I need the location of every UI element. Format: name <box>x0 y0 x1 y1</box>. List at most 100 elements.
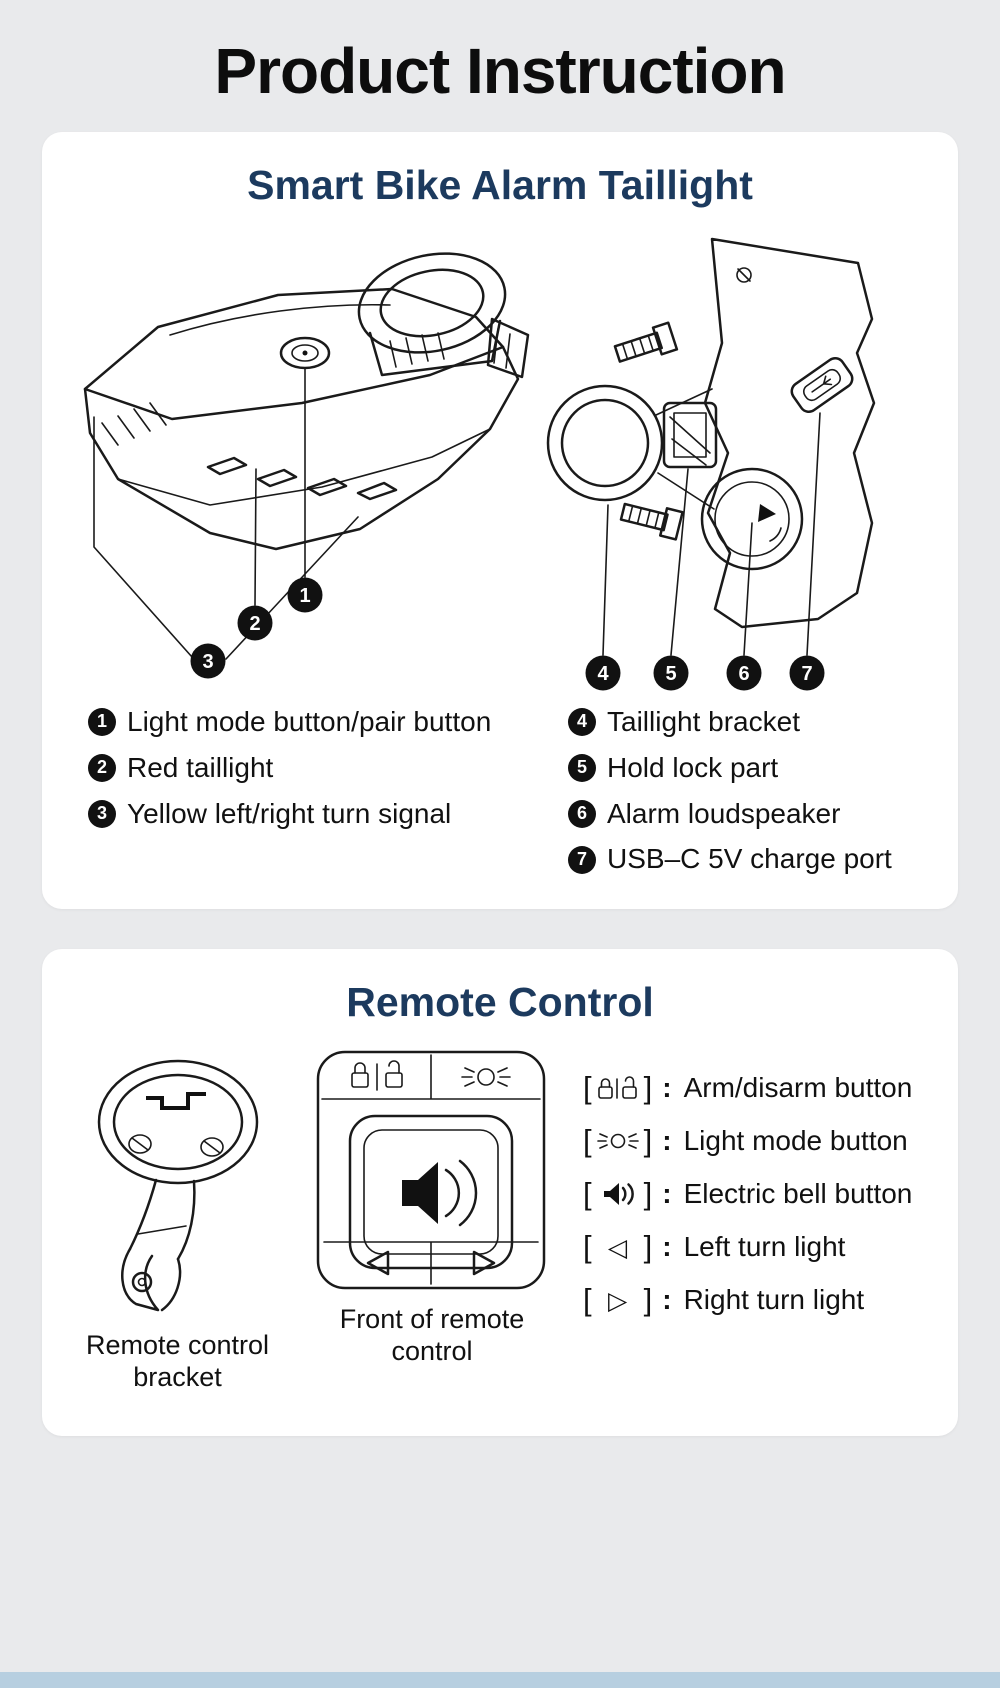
legend-number-badge: 7 <box>568 845 596 874</box>
left-turn-glyph: ◁ <box>608 1232 628 1262</box>
legend-item: 1 Light mode button/pair button <box>88 706 568 738</box>
colon: : <box>662 1072 672 1104</box>
callout-number: 6 <box>738 663 749 685</box>
legend-label: Light mode button <box>683 1125 908 1157</box>
legend-number-badge: 1 <box>88 708 116 737</box>
remote-front-drawing <box>316 1050 546 1290</box>
legend-item: [ ◁ ] : Left turn light <box>583 1229 938 1265</box>
turn-signal-hatch <box>101 402 167 446</box>
legend-label: Right turn light <box>683 1284 865 1316</box>
legend-column-right: 4 Taillight bracket 5 Hold lock part 6 A… <box>568 706 892 875</box>
callout-number: 1 <box>299 585 310 607</box>
callout-2: 2 <box>237 605 273 641</box>
left-turn-button-icon <box>366 1250 390 1276</box>
legend-label: Hold lock part <box>607 751 779 783</box>
legend-number-badge: 5 <box>568 754 596 783</box>
legend-label: Electric bell button <box>683 1178 913 1210</box>
light-mode-icon <box>596 1128 640 1154</box>
legend-item: [ ] : Arm/disarm button <box>583 1070 938 1106</box>
legend-label: Arm/disarm button <box>683 1072 913 1104</box>
legend-item: 4 Taillight bracket <box>568 706 892 738</box>
bracket-open: [ <box>583 1123 592 1159</box>
legend-item: 2 Red taillight <box>88 751 568 784</box>
legend-label: Light mode button/pair button <box>127 706 492 737</box>
arm-disarm-icon <box>596 1075 640 1101</box>
page: Product Instruction Smart Bike Alarm Tai… <box>0 34 1000 1688</box>
callout-number: 3 <box>202 651 213 673</box>
callout-number: 4 <box>597 663 609 685</box>
legend-number-badge: 4 <box>568 708 596 737</box>
arm-disarm-button-icon <box>351 1060 403 1091</box>
taillight-drawing <box>83 252 530 660</box>
taillight-card: Smart Bike Alarm Taillight <box>42 132 958 910</box>
bracket-close: ] <box>643 1176 653 1212</box>
page-title: Product Instruction <box>214 35 786 107</box>
legend-label: Taillight bracket <box>607 706 800 737</box>
bracket-caption: Remote control bracket <box>85 1330 270 1393</box>
taillight-heading: Smart Bike Alarm Taillight <box>247 162 753 208</box>
legend-item: [ ] : Electric bell button <box>583 1176 938 1212</box>
remote-bracket-figure: Remote control bracket <box>70 1044 285 1394</box>
callout-number: 7 <box>801 663 812 685</box>
screw-icon <box>736 267 752 283</box>
bracket-screw-icon <box>127 1134 152 1154</box>
right-turn-button-icon <box>472 1250 496 1276</box>
callout-number: 5 <box>665 663 676 685</box>
remote-front-figure: Front of remote control <box>303 1044 561 1368</box>
light-mode-button-icon <box>279 336 331 370</box>
remote-card: Remote Control <box>42 949 958 1436</box>
bracket-close: ] <box>643 1070 653 1106</box>
legend-label: Left turn light <box>683 1231 846 1263</box>
colon: : <box>662 1178 672 1210</box>
bracket-open: [ <box>583 1176 592 1212</box>
right-turn-icon: ▷ <box>596 1286 640 1315</box>
callout-number: 2 <box>249 613 260 635</box>
taillight-legend: 1 Light mode button/pair button 2 Red ta… <box>42 706 958 875</box>
left-turn-icon: ◁ <box>596 1233 640 1262</box>
light-mode-button-icon <box>461 1067 511 1087</box>
bolt-top-icon <box>613 321 679 363</box>
bolt-bottom-icon <box>619 502 684 541</box>
callout-6: 6 <box>726 655 762 691</box>
legend-item: [ ▷ ] : Right turn light <box>583 1282 938 1318</box>
colon: : <box>662 1125 672 1157</box>
legend-column-left: 1 Light mode button/pair button 2 Red ta… <box>88 706 568 875</box>
legend-item: 6 Alarm loudspeaker <box>568 797 892 830</box>
callout-1: 1 <box>287 577 323 613</box>
legend-label: USB–C 5V charge port <box>607 843 892 875</box>
clamp-ring-icon <box>357 252 530 379</box>
alarm-speaker-icon <box>700 467 804 571</box>
remote-content: Remote control bracket <box>42 1030 958 1394</box>
legend-item: 3 Yellow left/right turn signal <box>88 797 568 830</box>
legend-label: Alarm loudspeaker <box>607 797 841 829</box>
callout-7: 7 <box>789 655 825 691</box>
legend-number-badge: 3 <box>88 799 116 828</box>
lens-chevrons <box>206 456 398 501</box>
legend-item: 5 Hold lock part <box>568 751 892 784</box>
bracket-open: [ <box>583 1282 592 1318</box>
electric-bell-icon <box>596 1181 640 1207</box>
remote-legend: [ ] : Arm/disarm button <box>583 1070 938 1318</box>
colon: : <box>662 1284 672 1316</box>
remote-bracket-drawing <box>97 1059 258 1312</box>
right-turn-glyph: ▷ <box>608 1285 628 1315</box>
legend-item: [ ] : Light mode button <box>583 1123 938 1159</box>
bracket-drawing <box>546 237 876 656</box>
bracket-screw-icon <box>199 1137 224 1157</box>
bracket-close: ] <box>643 1282 653 1318</box>
bracket-open: [ <box>583 1229 592 1265</box>
usb-c-port-icon <box>790 356 854 414</box>
bracket-open: [ <box>583 1070 592 1106</box>
clamp-bolt-icon <box>131 1271 152 1293</box>
callout-4: 4 <box>585 655 621 691</box>
callout-3: 3 <box>190 643 226 679</box>
legend-number-badge: 6 <box>568 799 596 828</box>
footer-accent-bar <box>0 1672 1000 1688</box>
legend-number-badge: 2 <box>88 754 116 783</box>
legend-label: Yellow left/right turn signal <box>127 797 452 829</box>
colon: : <box>662 1231 672 1263</box>
legend-label: Red taillight <box>127 751 274 783</box>
remote-front-caption: Front of remote control <box>339 1304 525 1367</box>
hold-lock-icon <box>662 401 718 469</box>
taillight-bracket-ring-icon <box>546 384 715 510</box>
